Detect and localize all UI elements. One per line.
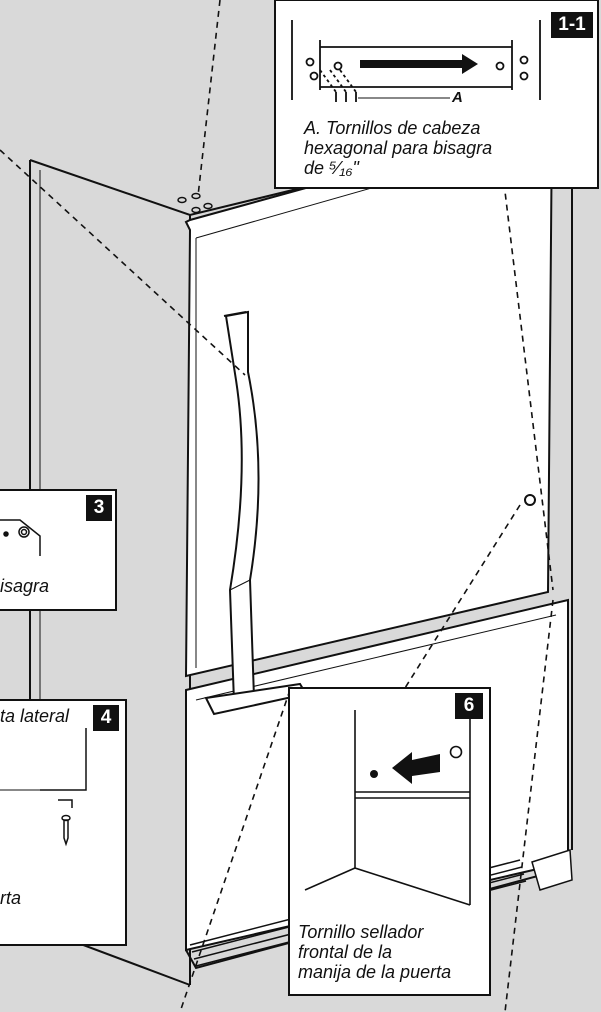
callout-1-1-caption: A. Tornillos de cabeza hexagonal para bi… (304, 118, 493, 179)
callout-6-caption: Tornillo sellador frontal de la manija d… (298, 922, 452, 983)
leader-lines (0, 0, 554, 1012)
callout-4-caption-top: ta lateral (0, 706, 70, 726)
hinge-holes (177, 192, 213, 214)
callout-tag-4: 4 (93, 705, 119, 731)
callout-tag-6: 6 (455, 693, 483, 719)
callout-1-1-panel (274, 0, 599, 189)
door-screw-hole (524, 494, 536, 506)
callout-tag-3: 3 (86, 495, 112, 521)
callout-letter-a: A (452, 89, 463, 106)
callout-tag-1-1: 1-1 (551, 12, 593, 38)
callout-6-panel (288, 687, 491, 996)
callout-4-caption-bottom: rta (0, 888, 22, 908)
callout-4-panel (0, 699, 127, 946)
callout-3-caption: isagra (0, 576, 50, 596)
